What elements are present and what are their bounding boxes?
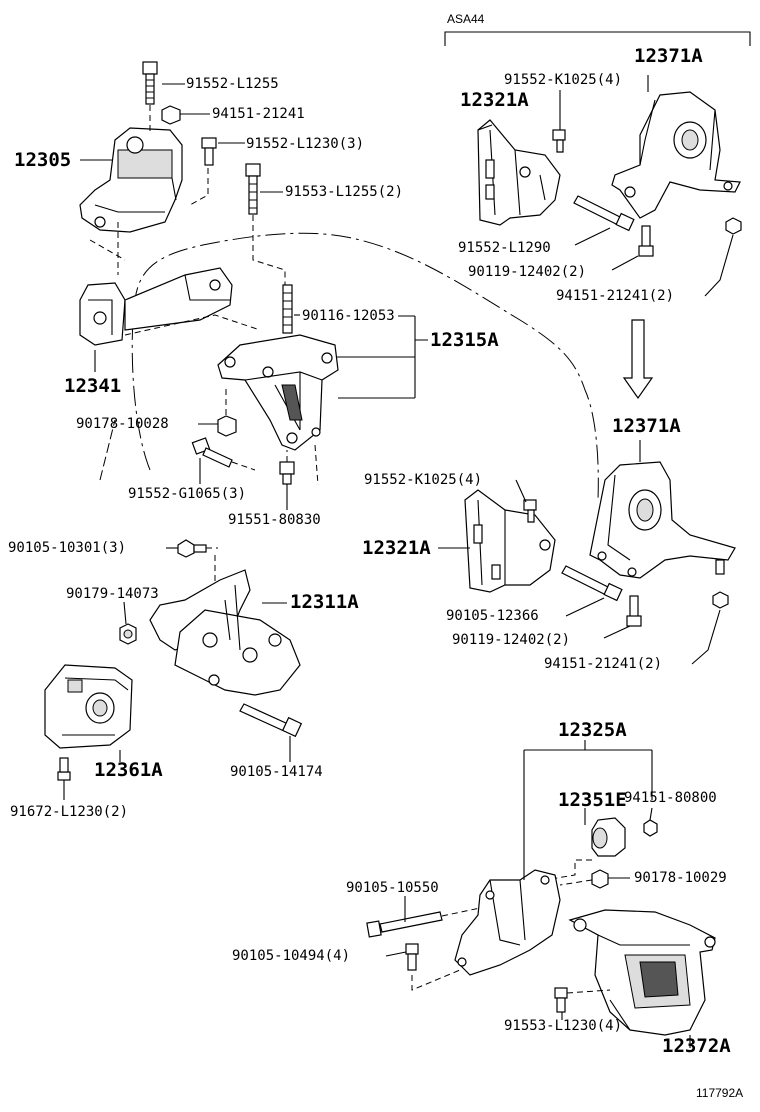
bolt-90119-12402-upper xyxy=(638,225,654,257)
part-12311A-bracket xyxy=(149,569,301,696)
nut-94151-80800 xyxy=(643,819,658,837)
bolt-90105-10494 xyxy=(405,943,419,971)
bolt-90105-12366 xyxy=(561,565,623,602)
label-94151-80800: 94151-80800 xyxy=(624,790,717,806)
label-94151-21241-lower: 94151-21241(2) xyxy=(544,656,663,672)
label-12321A-upper: 12321A xyxy=(460,89,529,111)
bolt-91552-L1255 xyxy=(142,61,158,105)
label-90116-12053: 90116-12053 xyxy=(302,308,395,324)
part-12315A-mount-bracket xyxy=(217,334,339,451)
bolt-90119-12402-lower xyxy=(626,595,642,627)
label-12371A-lower: 12371A xyxy=(612,415,681,437)
leader-dash xyxy=(124,314,261,336)
label-91552-K1025-upper: 91552-K1025(4) xyxy=(504,72,623,88)
stud-90116-12053 xyxy=(282,284,293,334)
label-91553-L1255: 91553-L1255(2) xyxy=(285,184,404,200)
leader-dash xyxy=(189,168,209,206)
label-91551-80830: 91551-80830 xyxy=(228,512,321,528)
leader-dash xyxy=(559,879,593,886)
leader-lines xyxy=(63,75,734,1048)
leader-dash xyxy=(411,969,461,991)
bolt-91551-80830 xyxy=(279,461,295,485)
bolt-91552-K1025-lower xyxy=(523,499,537,523)
label-90105-14174: 90105-14174 xyxy=(230,764,323,780)
label-91553-L1230: 91553-L1230(4) xyxy=(504,1018,623,1034)
label-90179-14073: 90179-14073 xyxy=(66,586,159,602)
nut-94151-21241-lower xyxy=(712,591,729,609)
label-90178-10028: 90178-10028 xyxy=(76,416,169,432)
nut-94151-21241-upper xyxy=(725,217,742,235)
bolt-90105-10550 xyxy=(366,911,443,938)
variant-bracket xyxy=(444,31,751,46)
variant-label: ASA44 xyxy=(447,12,485,26)
bolt-91552-L1290 xyxy=(573,195,635,232)
label-12372A: 12372A xyxy=(662,1035,731,1057)
label-90105-10301: 90105-10301(3) xyxy=(8,540,127,556)
part-12371A-mount-upper xyxy=(611,91,741,219)
bolt-91552-G1065 xyxy=(191,437,233,468)
nut-90179-14073 xyxy=(119,623,137,645)
label-12305: 12305 xyxy=(14,149,72,171)
diagram-id: 117792A xyxy=(696,1086,744,1100)
nut-94151-21241 xyxy=(161,105,181,125)
label-91552-K1025-lower: 91552-K1025(4) xyxy=(364,472,483,488)
label-94151-21241-upper: 94151-21241(2) xyxy=(556,288,675,304)
label-12351E: 12351E xyxy=(558,789,627,811)
part-12321A-bracket-lower xyxy=(464,489,556,593)
label-90178-10029: 90178-10029 xyxy=(634,870,727,886)
label-12361A: 12361A xyxy=(94,759,163,781)
label-91552-L1290: 91552-L1290 xyxy=(458,240,551,256)
bolt-91552-K1025-upper xyxy=(552,129,566,153)
label-12315A: 12315A xyxy=(430,329,499,351)
nut-90178-10028 xyxy=(217,415,237,437)
label-12341: 12341 xyxy=(64,375,122,397)
nut-90178-10029 xyxy=(591,869,609,889)
part-12361A-mount-cushion xyxy=(44,664,133,749)
leader-dash xyxy=(252,215,286,300)
leader-dash xyxy=(544,859,592,881)
leader-dash xyxy=(441,907,481,917)
label-90119-12402-lower: 90119-12402(2) xyxy=(452,632,571,648)
label-90105-12366: 90105-12366 xyxy=(446,608,539,624)
bolt-91553-L1255 xyxy=(245,163,261,215)
label-90105-10494: 90105-10494(4) xyxy=(232,948,351,964)
label-91672-L1230: 91672-L1230(2) xyxy=(10,804,129,820)
bolt-90105-10301 xyxy=(177,539,207,558)
label-91552-L1255: 91552-L1255 xyxy=(186,76,279,92)
down-arrow-icon xyxy=(622,319,654,400)
leader-dash xyxy=(286,444,319,486)
part-12325A-bracket xyxy=(454,869,561,976)
bolt-91552-L1230 xyxy=(201,137,217,166)
part-12321A-bracket-upper xyxy=(477,119,561,226)
part-12305-engine-mount xyxy=(79,127,183,233)
label-90119-12402-upper: 90119-12402(2) xyxy=(468,264,587,280)
label-12321A-lower: 12321A xyxy=(362,537,431,559)
part-12351E-cushion xyxy=(591,817,626,857)
leader-dash xyxy=(231,461,256,471)
label-90105-10550: 90105-10550 xyxy=(346,880,439,896)
bolt-91672-L1230 xyxy=(57,757,71,781)
part-12371A-mount-lower xyxy=(589,461,736,579)
label-12311A: 12311A xyxy=(290,591,359,613)
label-91552-G1065: 91552-G1065(3) xyxy=(128,486,247,502)
label-12325A: 12325A xyxy=(558,719,627,741)
leader-dash xyxy=(566,989,611,994)
label-94151-21241: 94151-21241 xyxy=(212,106,305,122)
part-12372A-transmission-mount xyxy=(568,909,716,1036)
bolt-91553-L1230 xyxy=(554,987,568,1013)
label-91552-L1230: 91552-L1230(3) xyxy=(246,136,365,152)
engine-outline-left xyxy=(99,419,116,481)
leader-dash xyxy=(89,222,126,275)
leader-dash xyxy=(206,547,218,590)
label-12371A-upper: 12371A xyxy=(634,45,703,67)
bolt-90105-14174 xyxy=(239,703,303,738)
part-12341-bracket xyxy=(79,267,233,346)
